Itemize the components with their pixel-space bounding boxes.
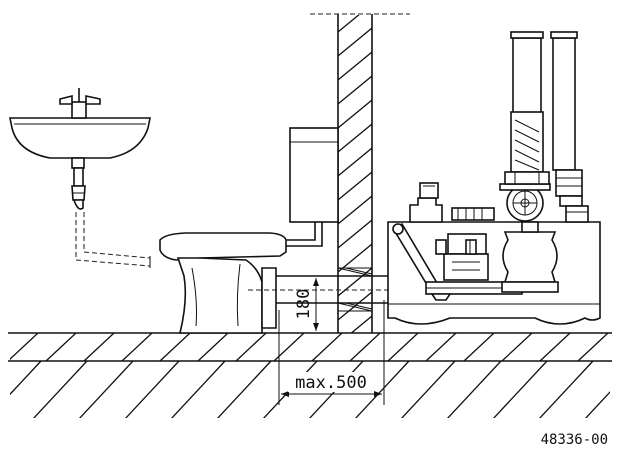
- drawing-reference-code: 48336-00: [541, 432, 608, 448]
- height-dimension-label: 180: [294, 289, 314, 320]
- toilet-bowl: [159, 232, 287, 334]
- lifting-station: [387, 31, 601, 325]
- dimension-180: 180: [276, 275, 322, 331]
- toilet-cistern: [286, 127, 339, 247]
- washbasin: [9, 88, 151, 268]
- width-dimension-label: max.500: [295, 373, 367, 393]
- dimension-max-500: max.500: [278, 300, 385, 405]
- floor-slab: [8, 332, 612, 418]
